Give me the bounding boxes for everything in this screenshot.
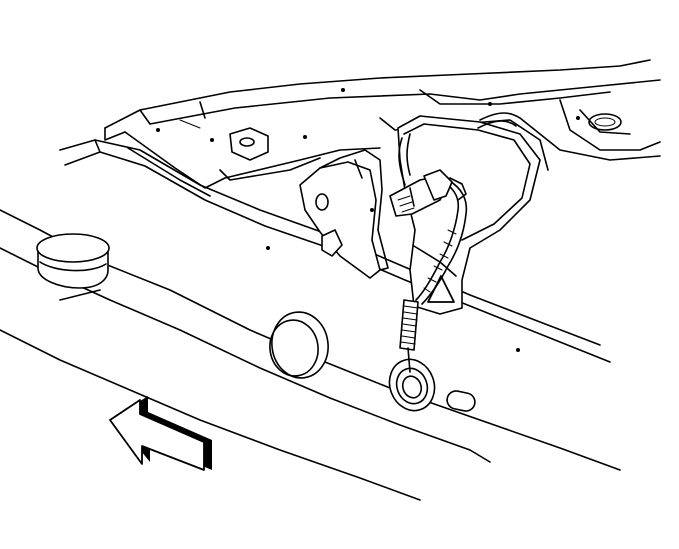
wiring-harness <box>398 112 521 305</box>
body-mount-bushing <box>36 233 110 289</box>
floor-pan <box>104 59 661 161</box>
frame-grommet <box>269 311 329 379</box>
harness-connector <box>370 169 467 217</box>
direction-arrow-icon <box>109 396 212 471</box>
mounting-bracket <box>299 149 389 279</box>
harness-loom <box>399 299 419 373</box>
harness-bracket <box>397 115 541 315</box>
harness-grommet <box>388 358 436 412</box>
frame-slot-hole <box>446 390 476 412</box>
